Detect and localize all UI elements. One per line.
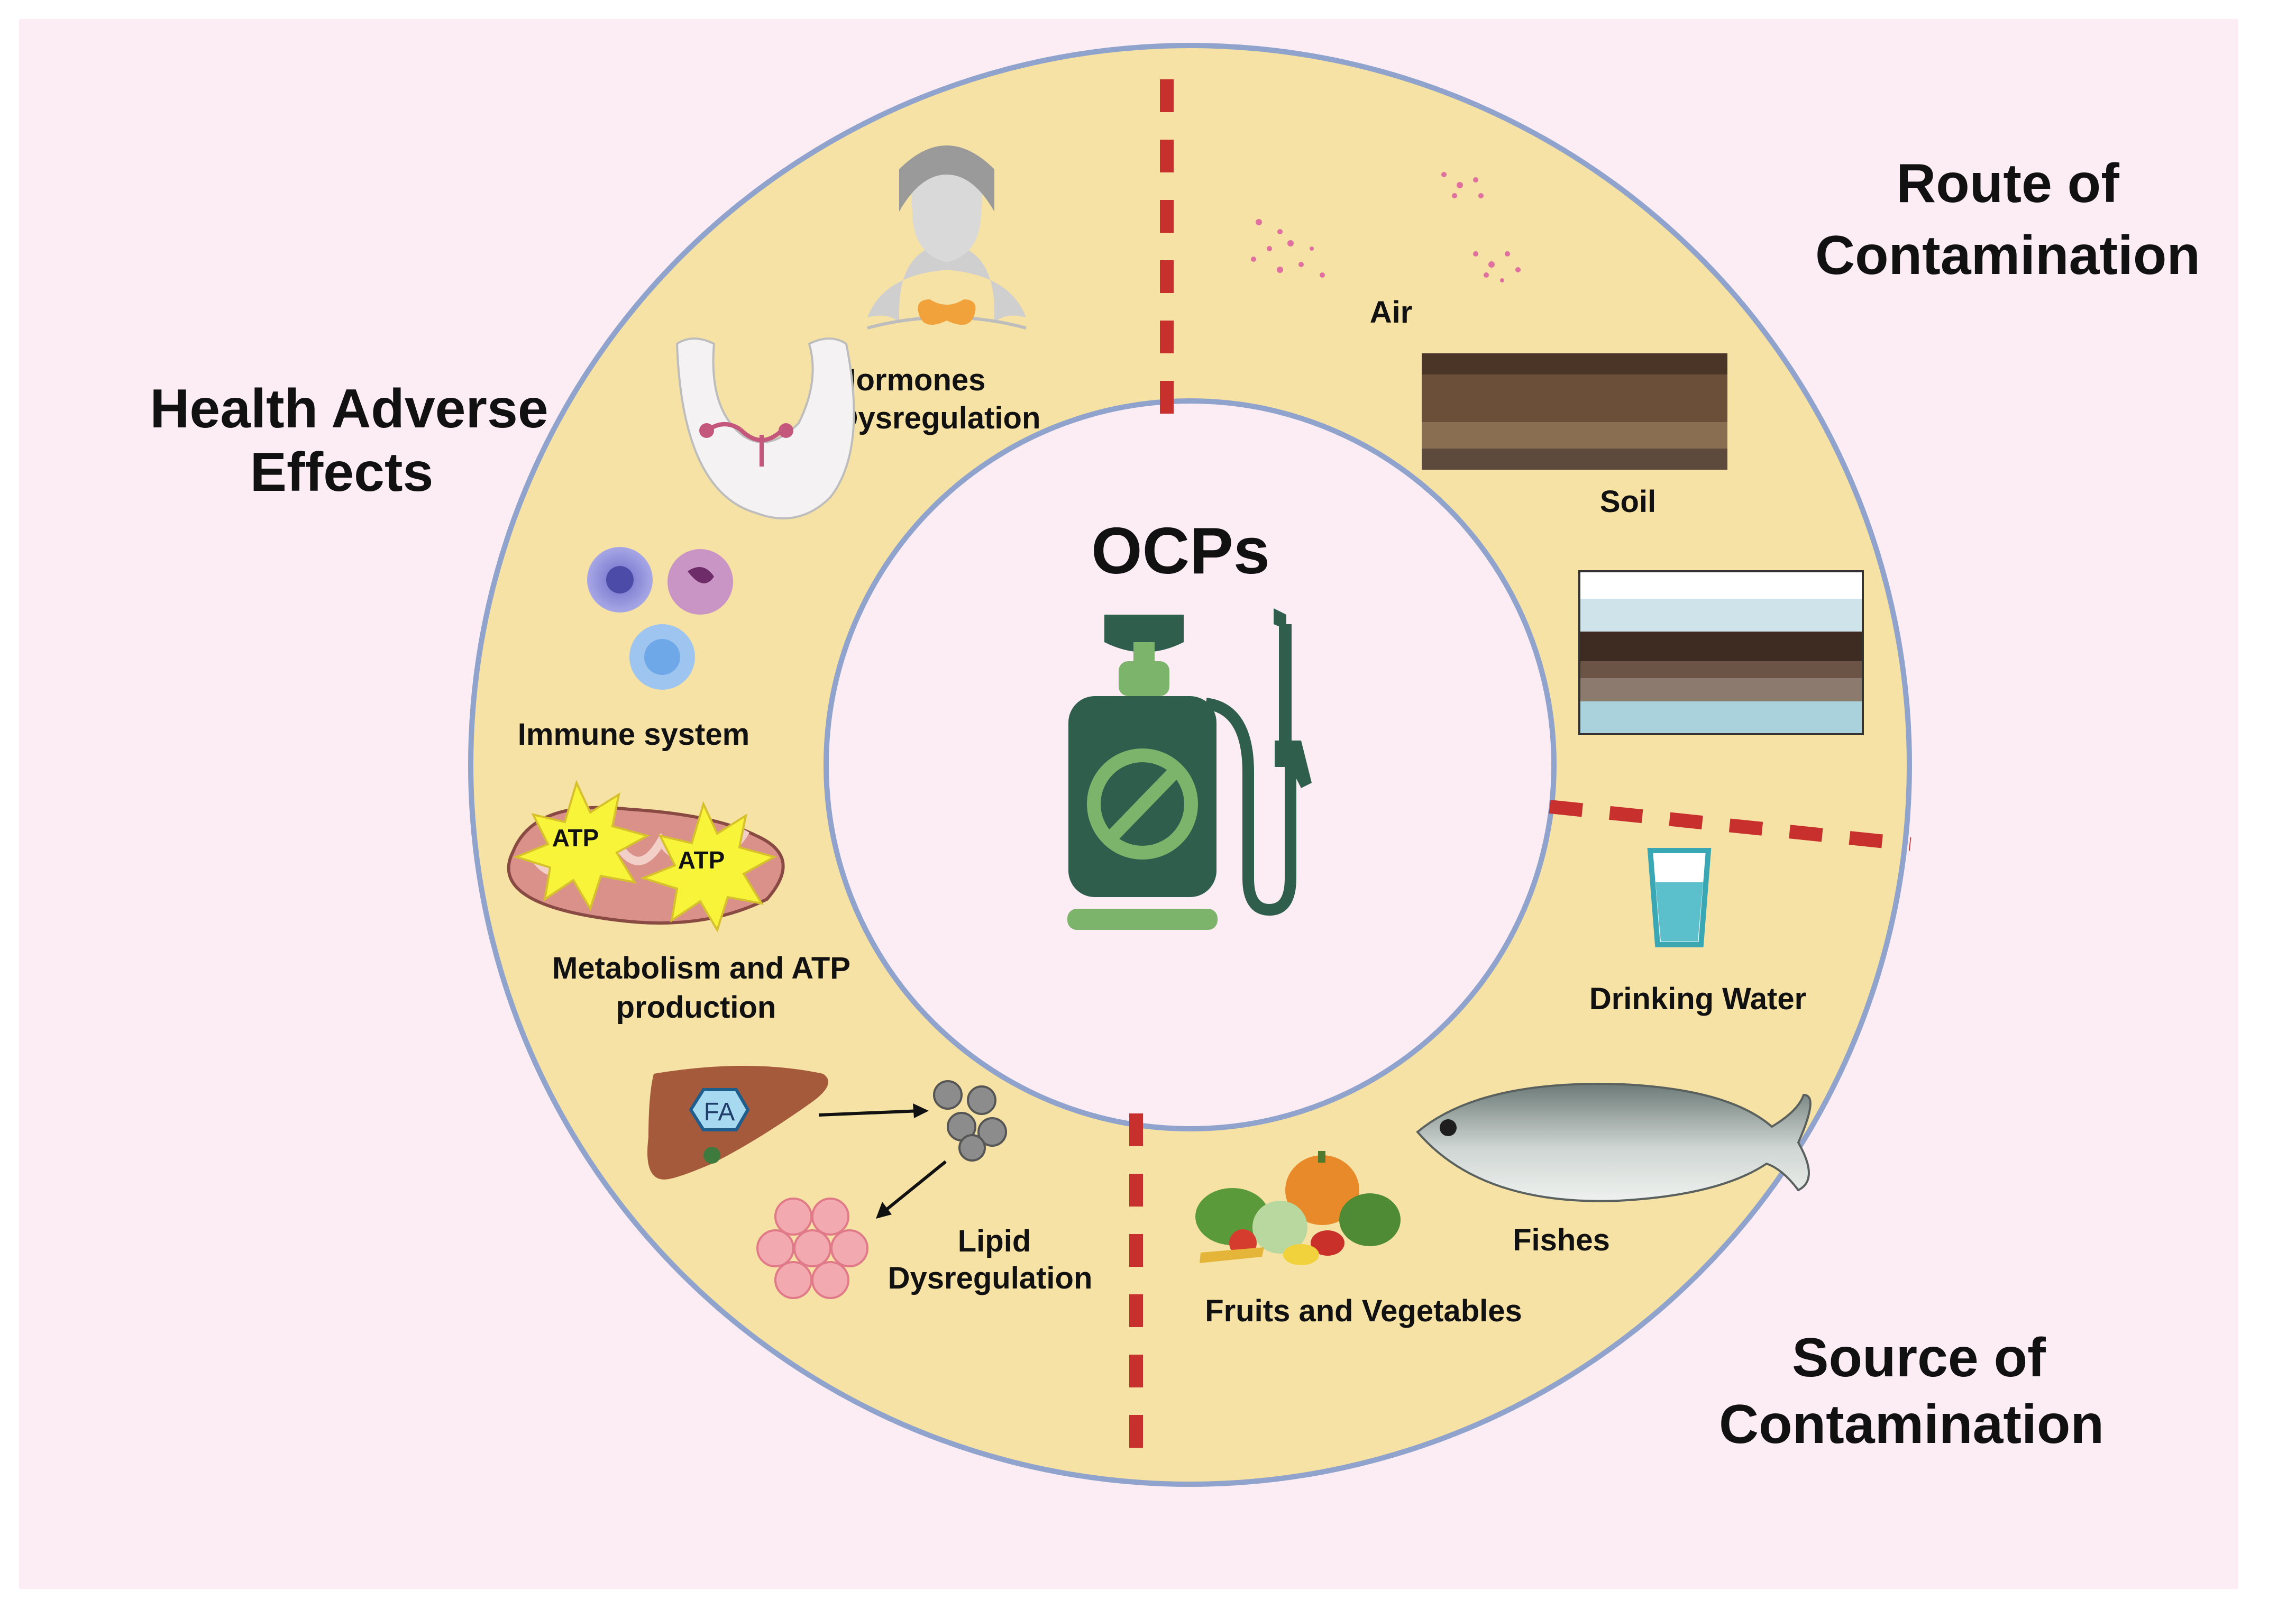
- atp-burst-icon: [513, 780, 777, 933]
- route-title: Route of: [1896, 153, 2119, 214]
- groundwater-icon: [1578, 570, 1864, 735]
- fa-badge-label: FA: [704, 1098, 735, 1126]
- uterus-icon: [675, 337, 855, 519]
- lipid-droplets-icon: [933, 1080, 1007, 1162]
- fruits-vegetables-icon: [1195, 1151, 1401, 1265]
- fish-icon: [1416, 1083, 1812, 1202]
- label-immune: Immune system: [518, 717, 749, 752]
- adipocytes-icon: [756, 1198, 868, 1299]
- route-title-line2: Contamination: [1815, 225, 2200, 286]
- label-hormones-line2: Dysregulation: [836, 401, 1041, 435]
- arrow-liver-to-droplets: [818, 1109, 921, 1117]
- immune-cells-icon: [587, 547, 733, 690]
- label-fishes: Fishes: [1513, 1223, 1610, 1257]
- label-fruits-vegetables: Fruits and Vegetables: [1205, 1294, 1522, 1328]
- arrow-head-2: [876, 1202, 892, 1219]
- label-lipid-line2: Dysregulation: [888, 1261, 1093, 1295]
- atp-badge-2: ATP: [678, 846, 725, 874]
- source-title-line2: Contamination: [1719, 1394, 2104, 1455]
- label-air: Air: [1370, 295, 1413, 330]
- atp-badge-1: ATP: [552, 824, 599, 852]
- health-title: Health Adverse: [150, 378, 548, 440]
- label-drinking-water: Drinking Water: [1589, 982, 1806, 1016]
- label-metabolism: Metabolism and ATP: [552, 951, 850, 985]
- center-title: OCPs: [1091, 515, 1270, 588]
- fatty-acid-badge: [689, 1088, 750, 1131]
- thyroid-head-icon: [867, 145, 1027, 330]
- label-hormones: Hormones: [834, 363, 986, 397]
- divider-right: [1549, 800, 1911, 851]
- label-lipid: Lipid: [958, 1224, 1031, 1258]
- label-metabolism-line2: production: [616, 990, 776, 1025]
- arrow-head-1: [913, 1103, 929, 1118]
- health-title-line2: Effects: [250, 442, 434, 503]
- water-glass-icon: [1647, 848, 1712, 947]
- source-title: Source of: [1792, 1327, 2046, 1388]
- label-soil: Soil: [1600, 485, 1656, 519]
- arrow-droplets-to-adipocytes: [883, 1160, 947, 1213]
- sprayer-icon: [1067, 608, 1312, 930]
- air-particles-icon: [1251, 172, 1521, 282]
- soil-layers-icon: [1422, 353, 1727, 470]
